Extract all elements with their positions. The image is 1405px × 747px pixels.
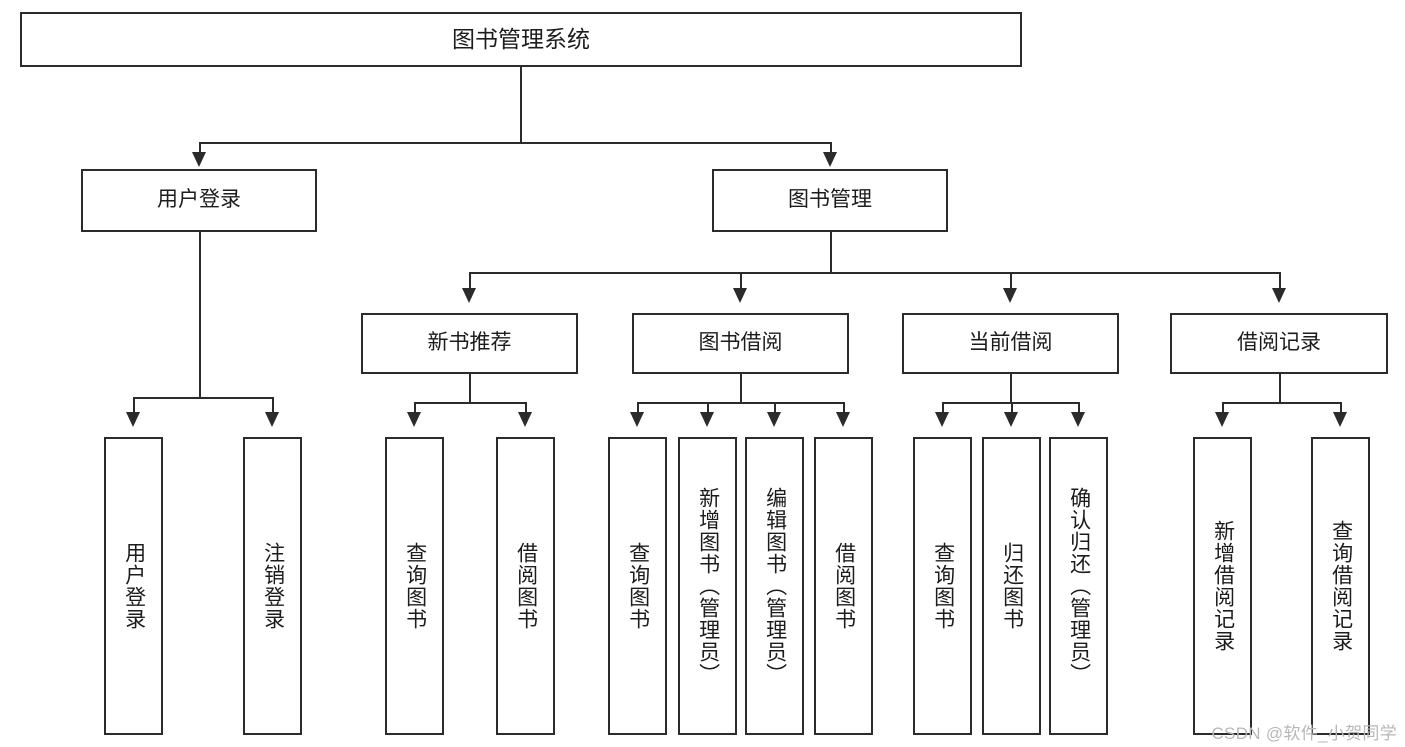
node-current-borrow[interactable]: 当前借阅 bbox=[902, 313, 1119, 374]
node-label: 图书借阅 bbox=[698, 331, 783, 355]
arrowhead-to-new-book-recommend bbox=[462, 288, 476, 303]
node-root-book-management-system[interactable]: 图书管理系统 bbox=[20, 12, 1022, 67]
connector-current-borrow-bus bbox=[942, 402, 1078, 404]
node-label: 查询借阅记录 bbox=[1329, 520, 1353, 652]
connector-new-book-stem bbox=[469, 374, 471, 402]
node-label: 用户登录 bbox=[157, 188, 241, 212]
arrowhead-to-leaf-edit-book bbox=[767, 412, 781, 427]
node-label: 用户登录 bbox=[122, 542, 146, 630]
node-label: 借阅图书 bbox=[514, 542, 538, 630]
arrowhead-to-book-borrow bbox=[733, 288, 747, 303]
arrowhead-to-leaf-return-book bbox=[1004, 412, 1018, 427]
node-borrow-record[interactable]: 借阅记录 bbox=[1170, 313, 1388, 374]
connector-bm-to-book-borrow bbox=[740, 272, 742, 298]
node-leaf-confirm-return[interactable]: 确认归还（管理员） bbox=[1049, 437, 1108, 735]
arrowhead-to-leaf-user-logout bbox=[265, 412, 279, 427]
node-label: 注销登录 bbox=[261, 542, 285, 630]
arrowhead-to-leaf-confirm-return bbox=[1071, 412, 1085, 427]
connector-book-borrow-bus bbox=[637, 402, 843, 404]
connector-book-manage-stem bbox=[830, 232, 832, 272]
node-leaf-user-login[interactable]: 用户登录 bbox=[104, 437, 163, 735]
node-leaf-return-book[interactable]: 归还图书 bbox=[982, 437, 1041, 735]
node-label: 查询图书 bbox=[626, 542, 650, 630]
node-new-book-recommend[interactable]: 新书推荐 bbox=[361, 313, 578, 374]
connector-bm-to-current-borrow bbox=[1010, 272, 1012, 298]
arrowhead-to-leaf-borrow-book-2 bbox=[836, 412, 850, 427]
connector-user-login-bus bbox=[133, 397, 272, 399]
node-book-manage[interactable]: 图书管理 bbox=[712, 169, 948, 232]
connector-borrow-record-stem bbox=[1279, 374, 1281, 402]
connector-current-borrow-stem bbox=[1010, 374, 1012, 402]
node-leaf-edit-book[interactable]: 编辑图书（管理员） bbox=[745, 437, 804, 735]
node-leaf-borrow-book[interactable]: 借阅图书 bbox=[814, 437, 873, 735]
arrowhead-to-book-manage bbox=[823, 152, 837, 167]
node-label: 归还图书 bbox=[1000, 542, 1024, 630]
arrowhead-to-leaf-user-login bbox=[126, 412, 140, 427]
node-label: 新增图书（管理员） bbox=[696, 487, 720, 685]
node-leaf-query-book-borrow[interactable]: 查询图书 bbox=[608, 437, 667, 735]
connector-bm-to-borrow-record bbox=[1279, 272, 1281, 298]
node-leaf-user-logout[interactable]: 注销登录 bbox=[243, 437, 302, 735]
node-label: 查询图书 bbox=[931, 542, 955, 630]
connector-book-manage-bus bbox=[469, 272, 1279, 274]
node-label: 新书推荐 bbox=[427, 331, 512, 355]
arrowhead-to-leaf-borrow-book-1 bbox=[518, 412, 532, 427]
arrowhead-to-leaf-query-book-2 bbox=[630, 412, 644, 427]
arrowhead-to-user-login bbox=[192, 152, 206, 167]
node-leaf-query-book-current[interactable]: 查询图书 bbox=[913, 437, 972, 735]
node-label: 查询图书 bbox=[403, 542, 427, 630]
node-user-login[interactable]: 用户登录 bbox=[81, 169, 317, 232]
connector-user-login-to-leaf-1 bbox=[133, 397, 135, 422]
connector-user-login-to-leaf-2 bbox=[272, 397, 274, 422]
node-label: 当前借阅 bbox=[968, 331, 1053, 355]
arrowhead-to-leaf-add-book bbox=[700, 412, 714, 427]
node-label: 图书管理系统 bbox=[452, 25, 590, 52]
node-leaf-query-book-recommend[interactable]: 查询图书 bbox=[385, 437, 444, 735]
node-label: 借阅图书 bbox=[832, 542, 856, 630]
arrowhead-to-leaf-query-book-3 bbox=[935, 412, 949, 427]
arrowhead-to-leaf-add-record bbox=[1215, 412, 1229, 427]
node-label: 确认归还（管理员） bbox=[1067, 487, 1091, 685]
node-leaf-borrow-book-recommend[interactable]: 借阅图书 bbox=[496, 437, 555, 735]
connector-root-stem bbox=[520, 67, 522, 142]
node-label: 新增借阅记录 bbox=[1211, 520, 1235, 652]
connector-root-bus bbox=[199, 142, 831, 144]
csdn-watermark: CSDN @软件_小贺同学 bbox=[1211, 724, 1397, 743]
node-label: 编辑图书（管理员） bbox=[763, 487, 787, 685]
connector-borrow-record-bus bbox=[1222, 402, 1340, 404]
connector-bm-to-new-book bbox=[469, 272, 471, 298]
node-leaf-add-borrow-record[interactable]: 新增借阅记录 bbox=[1193, 437, 1252, 735]
node-book-borrow[interactable]: 图书借阅 bbox=[632, 313, 849, 374]
node-leaf-add-book[interactable]: 新增图书（管理员） bbox=[678, 437, 737, 735]
connector-new-book-bus bbox=[414, 402, 525, 404]
connector-user-login-stem bbox=[199, 232, 201, 397]
arrowhead-to-borrow-record bbox=[1272, 288, 1286, 303]
arrowhead-to-current-borrow bbox=[1003, 288, 1017, 303]
node-label: 图书管理 bbox=[788, 188, 872, 212]
connector-book-borrow-stem bbox=[740, 374, 742, 402]
node-label: 借阅记录 bbox=[1237, 331, 1321, 355]
arrowhead-to-leaf-query-book-1 bbox=[407, 412, 421, 427]
node-leaf-query-borrow-record[interactable]: 查询借阅记录 bbox=[1311, 437, 1370, 735]
arrowhead-to-leaf-query-record bbox=[1333, 412, 1347, 427]
